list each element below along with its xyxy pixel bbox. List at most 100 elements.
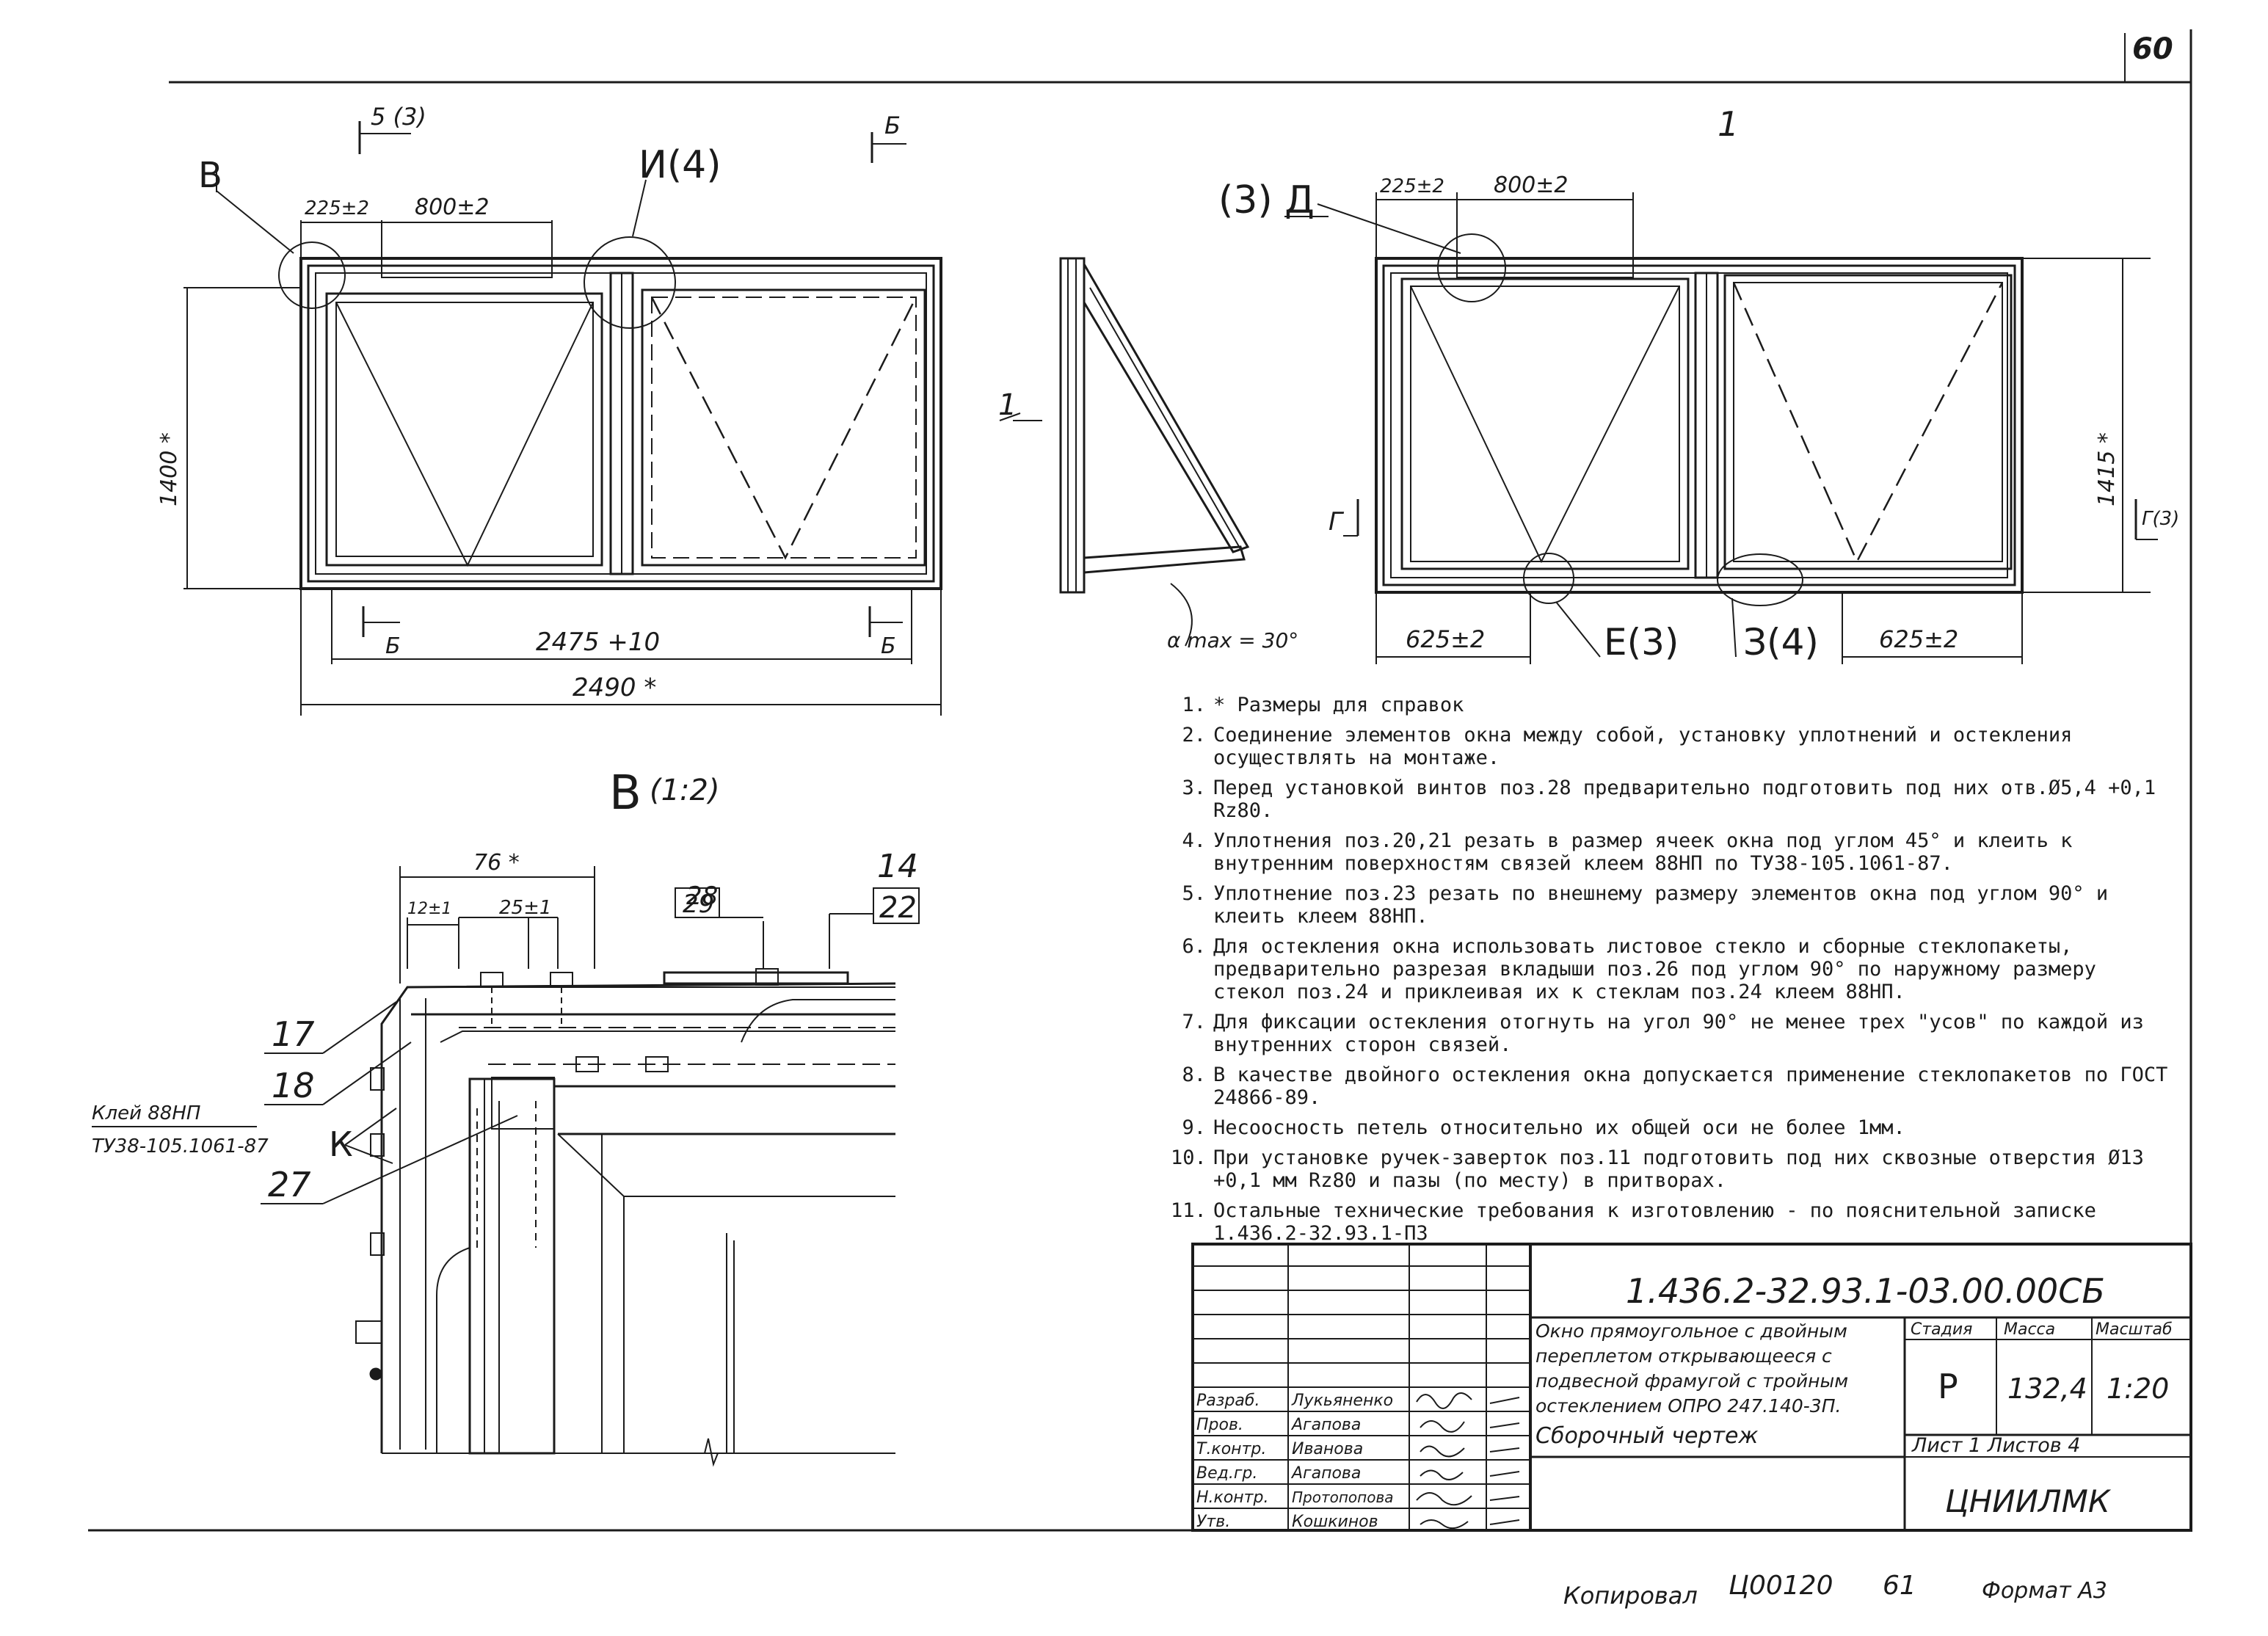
note-text: Перед установкой винтов поз.28 предварит… (1213, 777, 2156, 822)
note-item: 7. Для фиксации остекления отогнуть на уг… (1171, 1011, 2169, 1056)
note-number: 10. (1171, 1146, 1207, 1169)
note-item: 11. Остальные технические требования к из… (1171, 1199, 2169, 1245)
pos-22-box (873, 887, 920, 924)
dim-12: 12±1 (407, 900, 451, 918)
technical-notes: 1.* Размеры для справок 2. Соединение эле… (1171, 694, 2169, 1252)
note-number: 5. (1182, 882, 1206, 905)
role-4: Вед.гр. (1196, 1464, 1257, 1483)
note-number: 2. (1182, 724, 1206, 746)
role-5: Н.контр. (1196, 1488, 1268, 1507)
hdr-stage: Стадия (1911, 1320, 1972, 1339)
note-text: Уплотнения поз.20,21 резать в размер яче… (1213, 829, 2073, 875)
detail-v-dims-leaders (92, 866, 873, 1204)
detail-scale: (1:2) (650, 774, 720, 807)
cut-b-left: Б (385, 633, 401, 659)
note-number: 8. (1182, 1064, 1206, 1086)
note-item: 4.Уплотнения поз.20,21 резать в размер я… (1171, 829, 2169, 875)
role-6: Утв. (1196, 1513, 1230, 1531)
pos-17: 17 (272, 1014, 315, 1054)
role-2: Пров. (1196, 1416, 1243, 1434)
note-item: 5. Уплотнение поз.23 резать по внешнему р… (1171, 882, 2169, 928)
letter-k: К (329, 1124, 353, 1164)
sheet-number: 60 (2132, 32, 2173, 66)
note-text: Несоосность петель относительно их общей… (1213, 1116, 1905, 1139)
dim-800-main: 800±2 (415, 194, 489, 220)
dim-800-right: 800±2 (1494, 172, 1568, 198)
pos-29-box (675, 887, 720, 918)
dim-height-main: 1400 * (156, 432, 182, 506)
doc-code: 1.436.2-32.93.1-03.00.00СБ (1626, 1271, 2105, 1311)
footer-copied: Копировал (1563, 1582, 1698, 1610)
sheet-info: Лист 1 Листов 4 (1911, 1434, 2080, 1457)
pos-27: 27 (268, 1165, 311, 1204)
cut-b-right: Б (881, 633, 896, 659)
detail-i-marker: И(4) (639, 143, 722, 187)
note-item: 8. В качестве двойного остекления окна до… (1171, 1064, 2169, 1109)
name-5: Протопопова (1292, 1488, 1394, 1506)
side-view-sash (999, 257, 1250, 647)
note-item: 2. Соединение элементов окна между собой,… (1171, 724, 2169, 769)
right-dimensions (1343, 192, 2158, 664)
stage-value: Р (1938, 1367, 1958, 1406)
detail-z-marker: З(4) (1743, 621, 1819, 664)
note-number: 9. (1182, 1116, 1206, 1139)
role-1: Разраб. (1196, 1392, 1260, 1410)
note-number: 7. (1182, 1011, 1206, 1033)
detail-d-marker: (3) Д (1218, 178, 1315, 222)
pos-28: 28 (686, 881, 718, 911)
title-block-grid (1191, 1243, 2192, 1532)
note-item: 10. При установке ручек-заверток поз.11 п… (1171, 1146, 2169, 1192)
glue-note-1: Клей 88НП (92, 1102, 200, 1124)
cut-g-left: Г (1329, 507, 1345, 537)
note-number: 3. (1182, 777, 1206, 799)
role-3: Т.контр. (1196, 1440, 1266, 1458)
note-text: При установке ручек-заверток поз.11 подг… (1213, 1146, 2144, 1192)
detail-v-section (355, 968, 896, 1467)
pos-22: 22 (879, 891, 917, 925)
note-item: 9. Несоосность петель относительно их общ… (1171, 1116, 2169, 1139)
doc-description-4: остеклением ОПРО 247.140-3П. (1535, 1395, 1841, 1417)
signature-scribbles (1416, 1392, 1520, 1530)
dim-225-main: 225±2 (305, 197, 369, 219)
footer-format: Формат А3 (1982, 1578, 2107, 1604)
doc-description-1: Окно прямоугольное с двойным (1535, 1320, 1847, 1342)
note-text: Для фиксации остекления отогнуть на угол… (1213, 1011, 2144, 1056)
doc-description-2: переплетом открывающееся с (1535, 1345, 1832, 1367)
footer-code: Ц00120 (1729, 1571, 1833, 1601)
side-view-label: 1 (998, 388, 1017, 422)
main-window-frame (216, 170, 942, 590)
angle-label: α max = 30° (1167, 628, 1298, 652)
note-text: Уплотнение поз.23 резать по внешнему раз… (1213, 882, 2109, 928)
detail-title-letter: В (609, 766, 641, 821)
dim-625-right: 625±2 (1879, 625, 1958, 653)
right-view-title: 1 (1718, 104, 1739, 144)
pos-14: 14 (877, 848, 918, 885)
organization: ЦНИИЛМК (1945, 1483, 2112, 1519)
note-text: Остальные технические требования к изгот… (1213, 1199, 2096, 1245)
hdr-mass: Масса (2004, 1320, 2055, 1339)
doc-description-5: Сборочный чертеж (1535, 1423, 1758, 1449)
hdr-scale: Масштаб (2096, 1320, 2173, 1339)
scale-value: 1:20 (2107, 1373, 2169, 1405)
name-3: Иванова (1292, 1440, 1363, 1458)
note-item: 6. Для остекления окна использовать листо… (1171, 935, 2169, 1003)
dim-2490: 2490 * (573, 673, 656, 702)
pos-18: 18 (272, 1066, 315, 1105)
section-label-left: 5 (3) (371, 103, 426, 131)
note-number: 1. (1182, 694, 1206, 716)
pos-29: 29 (683, 890, 714, 919)
cut-g-right: Г(3) (2142, 508, 2179, 530)
glue-note-2: ТУ38-105.1061-87 (92, 1135, 269, 1157)
note-number: 11. (1171, 1199, 1207, 1222)
note-text: В качестве двойного остекления окна допу… (1213, 1064, 2168, 1109)
dim-76: 76 * (473, 850, 520, 876)
doc-description-3: подвесной фрамугой с тройным (1535, 1370, 1848, 1392)
dim-2475: 2475 +10 (536, 628, 660, 657)
note-item: 1.* Размеры для справок (1171, 694, 2169, 716)
note-number: 6. (1182, 935, 1206, 958)
detail-e-marker: Е(3) (1604, 621, 1679, 664)
note-text: Для остекления окна использовать листово… (1213, 935, 2096, 1003)
footer-page: 61 (1883, 1571, 1916, 1601)
dim-625-left: 625±2 (1406, 625, 1485, 653)
note-text: Соединение элементов окна между собой, у… (1213, 724, 2073, 769)
